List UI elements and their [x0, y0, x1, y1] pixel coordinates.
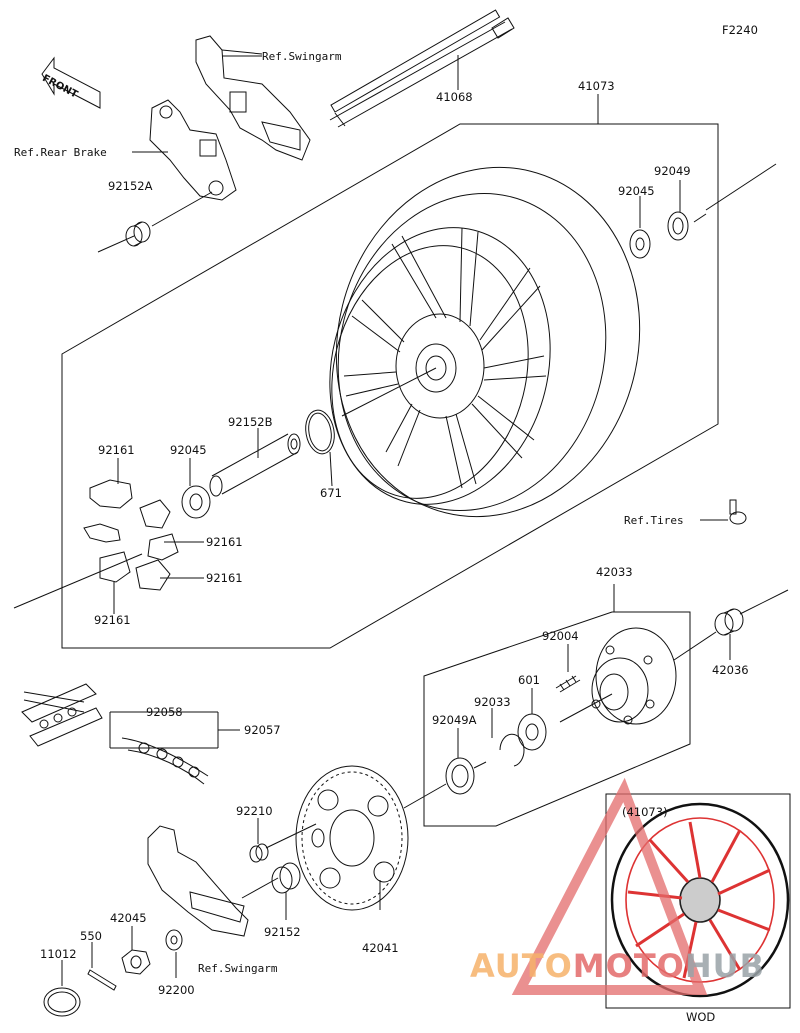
stud-92004 [555, 675, 581, 693]
axle-nut-42045 [121, 949, 151, 975]
inset-caption: WOD [686, 1010, 716, 1024]
collar-92152b [209, 433, 301, 497]
label-ref-tires: Ref.Tires [624, 514, 684, 527]
watermark-part-2: MOTO [572, 947, 685, 985]
label-550: 550 [80, 929, 102, 943]
collar-42036 [714, 608, 744, 636]
front-arrow-icon [41, 56, 101, 109]
collar-92152 [271, 862, 301, 894]
bearing-601 [517, 713, 547, 751]
watermark-part-3: HUB [684, 947, 766, 985]
swingarm-bottom [147, 825, 249, 937]
inset-frame [605, 793, 791, 1009]
cap-11012 [43, 987, 81, 1017]
label-92200: 92200 [158, 983, 195, 997]
seal-92049 [667, 211, 689, 241]
axle-shaft [329, 9, 515, 128]
label-92210: 92210 [236, 804, 273, 818]
label-92161-low: 92161 [206, 571, 243, 585]
label-ref-swingarm-top: Ref.Swingarm [262, 50, 342, 63]
label-92004: 92004 [542, 629, 579, 643]
label-41073: 41073 [578, 79, 615, 93]
nut-92210 [249, 843, 269, 863]
chain-92057 [121, 737, 209, 785]
rear-wheel [329, 166, 641, 518]
label-92045-left: 92045 [170, 443, 207, 457]
label-92049a: 92049A [432, 713, 477, 727]
label-42036: 42036 [712, 663, 749, 677]
rear-brake-bracket [149, 99, 237, 201]
label-41068: 41068 [436, 90, 473, 104]
collar-92152a [125, 221, 151, 247]
label-601: 601 [518, 673, 540, 687]
watermark-logo [511, 777, 708, 995]
label-92058: 92058 [146, 705, 183, 719]
label-92049: 92049 [654, 164, 691, 178]
wheel-group-frame [61, 123, 719, 649]
label-92033: 92033 [474, 695, 511, 709]
bearing-92045-left [181, 485, 211, 519]
diagram-code: F2240 [722, 23, 758, 37]
sprocket-42041 [295, 765, 409, 911]
label-92152: 92152 [264, 925, 301, 939]
label-92161-bottom: 92161 [94, 613, 131, 627]
coupling-group-frame [423, 611, 691, 827]
label-ref-swingarm-bottom: Ref.Swingarm [198, 962, 278, 975]
oring-671 [305, 409, 335, 455]
circlip-92033 [499, 733, 525, 767]
swingarm-top [195, 35, 311, 161]
label-42045: 42045 [110, 911, 147, 925]
inset-title: (41073) [622, 805, 668, 819]
label-671: 671 [320, 486, 342, 500]
washer-92200 [165, 929, 183, 951]
label-42033: 42033 [596, 565, 633, 579]
label-ref-rear-brake: Ref.Rear Brake [14, 146, 107, 159]
label-92161-mid: 92161 [206, 535, 243, 549]
label-92161-top: 92161 [98, 443, 135, 457]
wheel-spokes [343, 227, 547, 489]
coupling-42033 [591, 627, 677, 725]
watermark-text: AUTOMOTOHUB [470, 948, 765, 984]
label-92057: 92057 [244, 723, 281, 737]
watermark-part-1: AUTO [470, 947, 573, 985]
label-11012: 11012 [40, 947, 77, 961]
chain-joint-92058 [21, 683, 103, 747]
label-42041: 42041 [362, 941, 399, 955]
seal-92049a [445, 757, 475, 795]
label-92045-right: 92045 [618, 184, 655, 198]
tire-valve [729, 499, 747, 525]
damper-rubbers [83, 479, 179, 591]
inset-wheel-image [610, 802, 790, 998]
cotter-pin-550 [87, 969, 117, 991]
label-92152a: 92152A [108, 179, 153, 193]
label-92152b: 92152B [228, 415, 273, 429]
bearing-92045-right [629, 229, 651, 259]
